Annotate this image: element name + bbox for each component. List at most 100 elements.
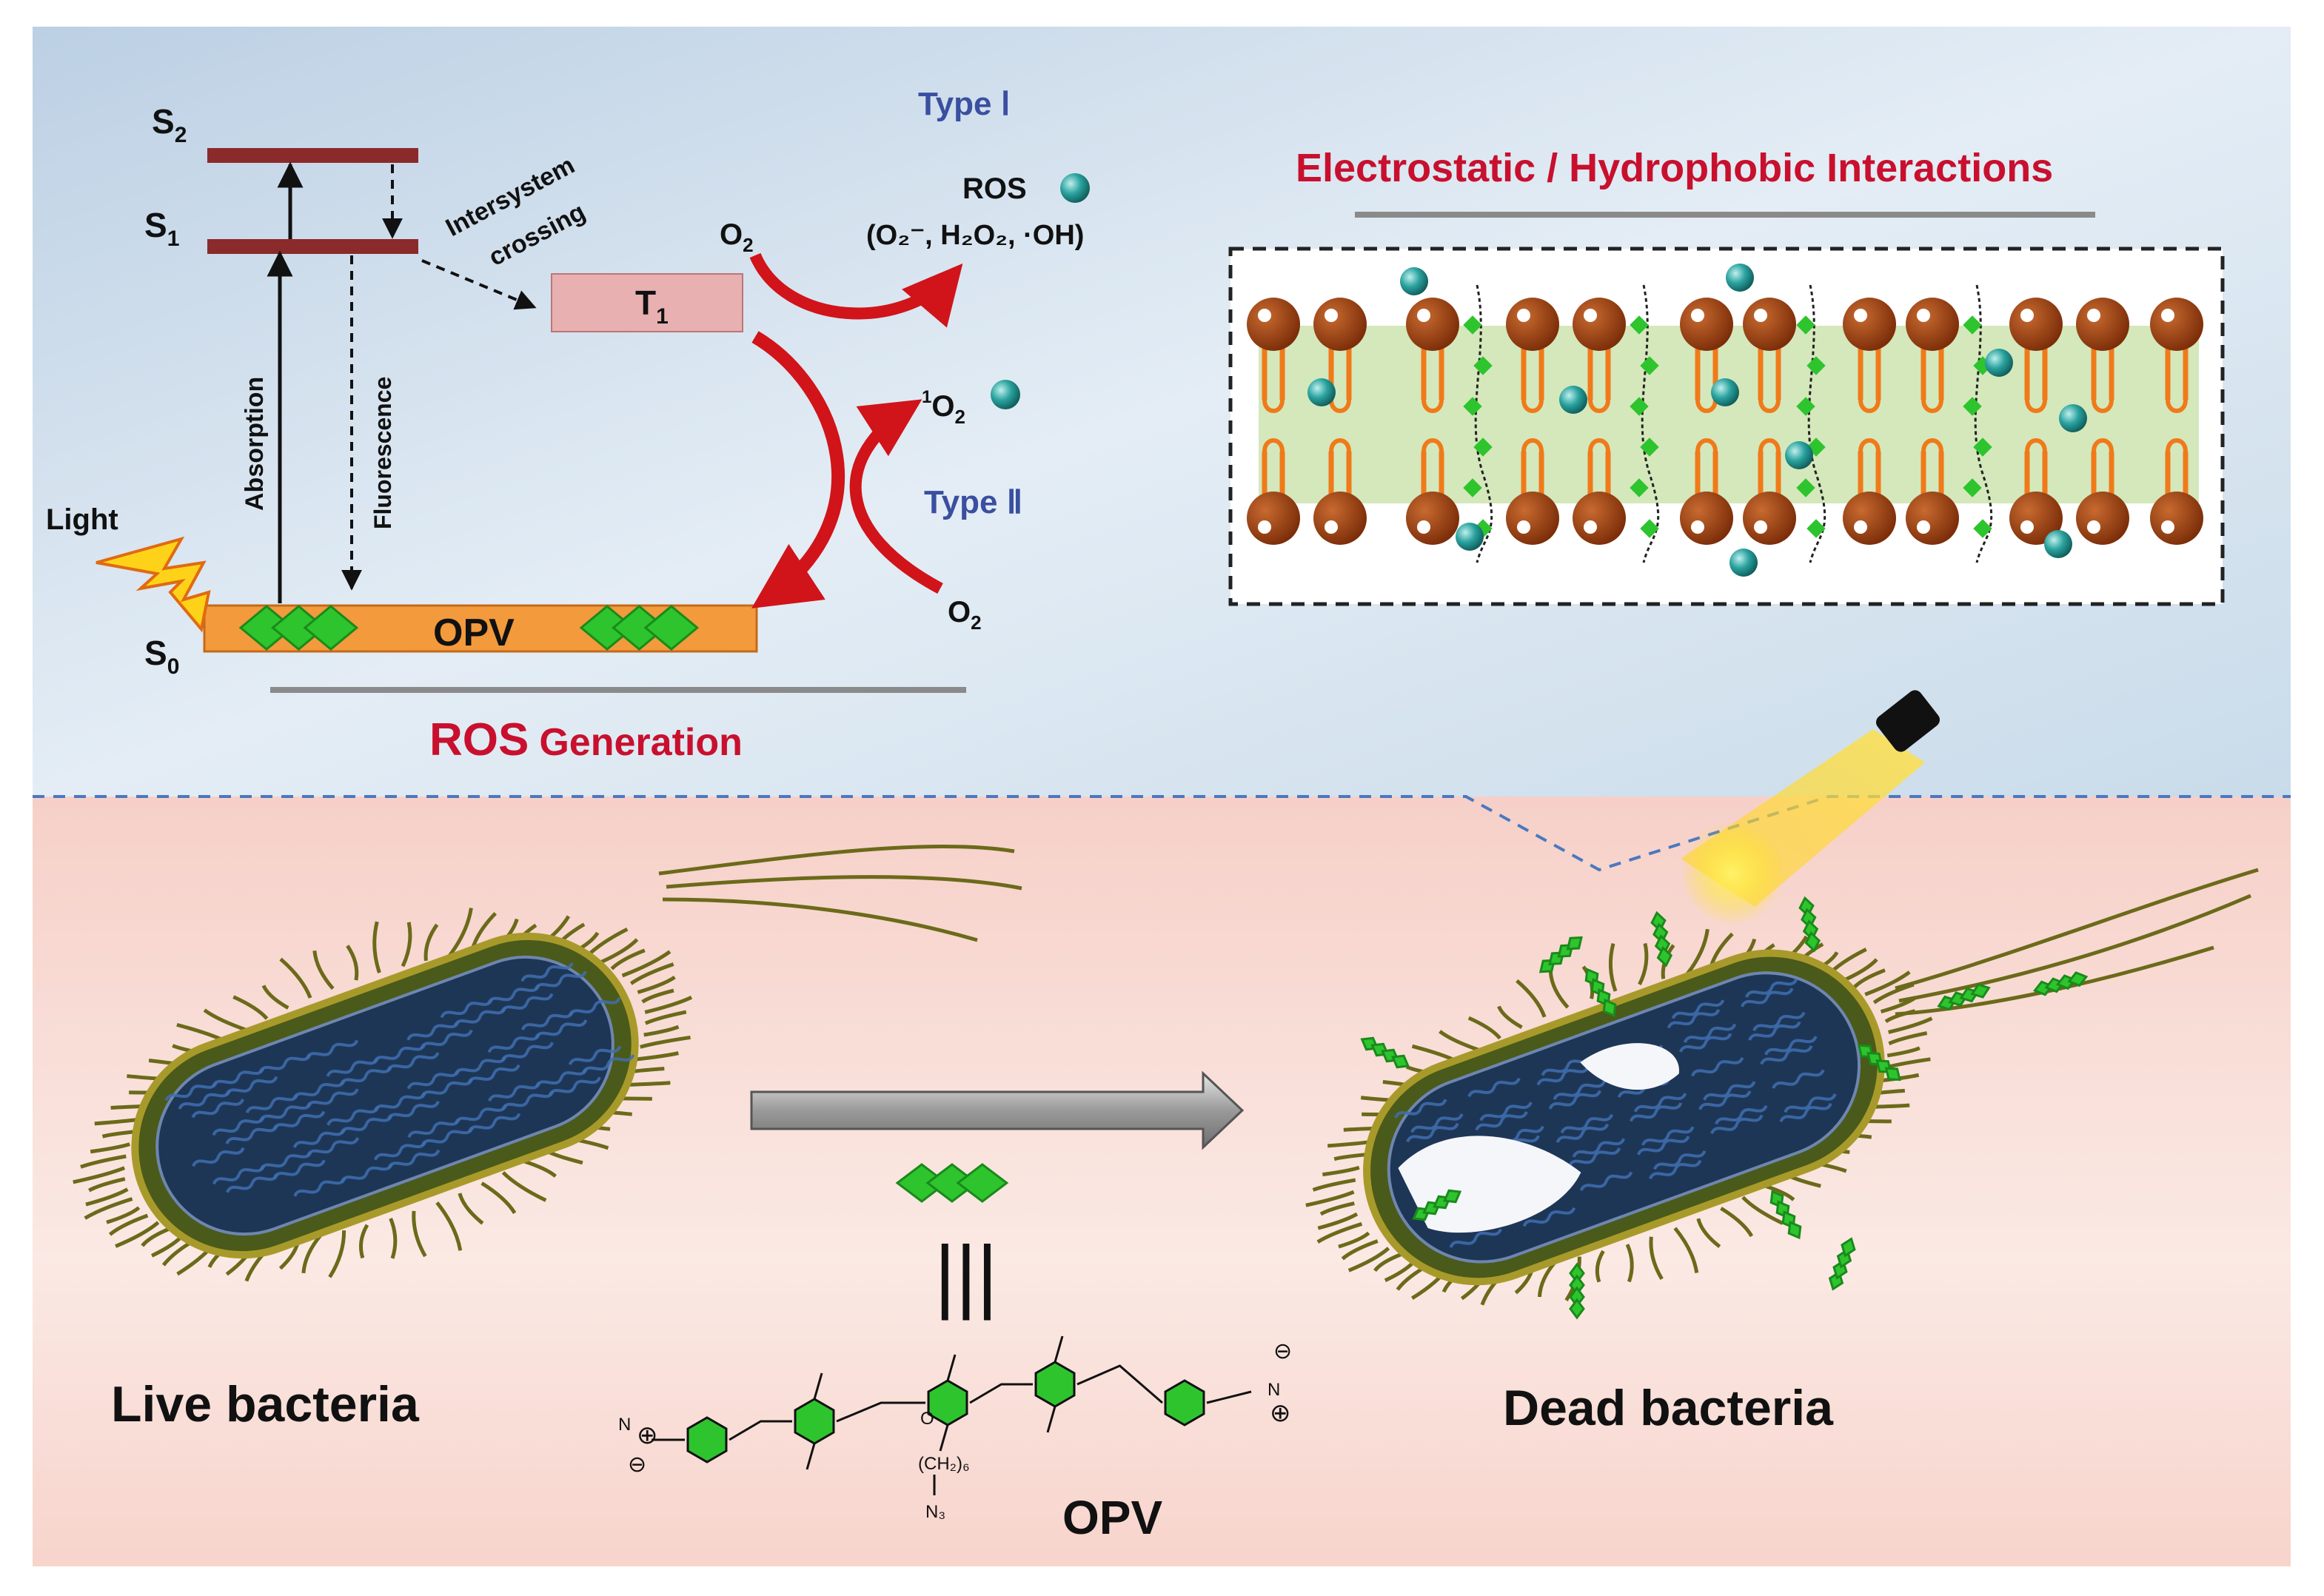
- lipid-tail: [1262, 348, 1285, 503]
- pilus: [279, 957, 312, 999]
- opv-bead: [1391, 1054, 1410, 1069]
- pilus: [1373, 1253, 1402, 1273]
- pilus: [84, 1197, 133, 1220]
- opv-chain: [1650, 911, 1673, 968]
- opv-chain: [1798, 896, 1821, 953]
- cytoplasm-squiggle: [568, 996, 621, 1017]
- pilus: [1741, 1196, 1784, 1225]
- energy-transfer-arrow: [751, 331, 845, 608]
- type1-arrow: [749, 252, 963, 328]
- dead-bacteria-label: Dead bacteria: [1503, 1380, 1834, 1436]
- pilus: [108, 1213, 149, 1236]
- cytoplasm-squiggle: [293, 1177, 346, 1197]
- ros-pathways: Type Ⅰ Type Ⅱ O2 O2 ROS (O₂⁻, H₂O₂, ·OH)…: [720, 86, 1090, 634]
- lipid-highlight: [2087, 309, 2100, 322]
- cytoplasm-squiggle: [373, 1141, 427, 1161]
- pilus: [1864, 970, 1911, 996]
- equivalence-mark: |||: [934, 1230, 998, 1321]
- lipid-head: [2150, 492, 2203, 545]
- lipid-highlight: [1854, 309, 1867, 322]
- opv-chain: [1857, 1044, 1901, 1082]
- pilus: [90, 1142, 130, 1154]
- lipid-head: [1573, 298, 1626, 351]
- ros-dot: [2059, 404, 2087, 432]
- lipid-tail-bend: [2092, 399, 2114, 452]
- s2-level: [207, 148, 418, 163]
- benzene-ring: [1034, 1361, 1076, 1408]
- s2-label: S2: [152, 102, 187, 147]
- pilus: [644, 996, 693, 1014]
- lipid-tail-bend: [2166, 399, 2188, 452]
- cytoplasm-squiggle: [1579, 1171, 1633, 1192]
- opv-chain: [1538, 936, 1583, 973]
- cytoplasm-squiggle: [372, 1043, 426, 1064]
- cytoplasm-squiggle: [467, 1113, 521, 1133]
- cytoplasm-squiggle: [1764, 1036, 1818, 1056]
- lipid-head: [1843, 492, 1896, 545]
- lipid-tail-bend: [1262, 399, 1285, 452]
- cytoplasm-squiggle: [520, 962, 574, 982]
- pilus: [637, 975, 676, 994]
- membrane-title: Electrostatic / Hydrophobic Interactions: [1296, 146, 2053, 190]
- pilus: [1696, 1218, 1721, 1249]
- lipid-highlight: [2020, 520, 2034, 534]
- cytoplasm-squiggle: [191, 1098, 244, 1119]
- pilus: [358, 1224, 369, 1259]
- opv-bead: [1884, 1067, 1901, 1082]
- right-nitrogen-label: N: [1268, 1380, 1280, 1400]
- lamp-icon: [1876, 690, 1940, 752]
- opv-chain: [1569, 1262, 1585, 1320]
- cytoplasm-squiggle: [488, 1082, 541, 1102]
- ros-dot: [1307, 378, 1336, 406]
- pilus: [1888, 1016, 1933, 1034]
- cytoplasm-squiggle: [211, 1067, 265, 1087]
- opv-backbone: [1474, 284, 1493, 563]
- cytoplasm-squiggle: [340, 1114, 393, 1135]
- cytoplasm-squiggle: [258, 1053, 312, 1073]
- opv-chain: [1828, 1237, 1856, 1291]
- pilus: [1720, 1207, 1754, 1238]
- pilus: [346, 945, 359, 981]
- pilus: [641, 988, 674, 1004]
- pilus: [1305, 1190, 1355, 1207]
- cytoplasm-squiggle: [272, 1110, 326, 1131]
- pilus: [389, 1218, 398, 1259]
- right-ether-bond: [1206, 1390, 1252, 1404]
- cytoplasm-squiggle: [292, 1079, 346, 1100]
- lipid-highlight: [1258, 309, 1271, 322]
- benzene-ring: [794, 1398, 835, 1445]
- live-cytoplasm-texture: [164, 962, 635, 1197]
- lipid-tail: [2024, 348, 2048, 503]
- lipid-highlight: [1417, 520, 1430, 534]
- pilus: [1649, 1236, 1664, 1281]
- left-counterion-minus: ⊖: [628, 1452, 646, 1477]
- cytoplasm-squiggle: [245, 1093, 299, 1114]
- singlet-oxygen-dot-icon: [991, 380, 1020, 409]
- cytoplasm-squiggle: [406, 1021, 460, 1041]
- cytoplasm-squiggle: [1410, 1113, 1464, 1133]
- lipid-highlight: [1917, 309, 1930, 322]
- cytoplasm-squiggle: [1553, 1080, 1606, 1101]
- lipid-tail: [2091, 348, 2114, 503]
- cytoplasm-squiggle: [306, 1088, 359, 1108]
- pilus: [372, 921, 381, 973]
- cytoplasm-squiggle: [1715, 1104, 1768, 1125]
- opv-bead: [1602, 999, 1617, 1018]
- cytoplasm-squiggle: [1683, 1023, 1737, 1044]
- lipid-head: [1573, 492, 1626, 545]
- ros-dot: [1711, 378, 1739, 406]
- cytoplasm-squiggle: [1760, 1045, 1813, 1065]
- pilus: [1638, 942, 1649, 986]
- lipid-tail-bend: [1758, 399, 1781, 452]
- lipid-head: [1406, 492, 1459, 545]
- ros-dot-icon: [1060, 173, 1090, 203]
- pilus: [1886, 1046, 1921, 1058]
- damaged-region-2: [1580, 1043, 1679, 1090]
- s1-level: [207, 239, 418, 254]
- cytoplasm-squiggle: [454, 1104, 508, 1124]
- ros-dot: [1729, 549, 1758, 577]
- cytoplasm-squiggle: [548, 1076, 601, 1096]
- cytoplasm-squiggle: [1467, 1077, 1521, 1098]
- cytoplasm-squiggle: [1667, 1008, 1721, 1029]
